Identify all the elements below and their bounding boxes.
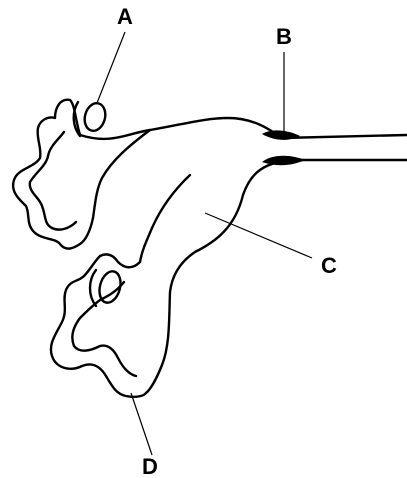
label-a: A bbox=[117, 4, 133, 29]
lower-oval-rim bbox=[90, 270, 96, 306]
upper-funnel-inner bbox=[30, 132, 76, 230]
upper-funnel-ruffle bbox=[13, 100, 93, 249]
band-b-lower bbox=[262, 156, 305, 165]
upper-oval bbox=[82, 101, 109, 133]
inner-wall-outline bbox=[140, 175, 190, 262]
lower-funnel-inner bbox=[72, 282, 136, 376]
upper-bulb-inner bbox=[93, 130, 150, 218]
leader-a bbox=[97, 32, 125, 103]
label-d: D bbox=[142, 454, 158, 478]
label-c: C bbox=[321, 253, 337, 278]
upper-tube-outline bbox=[80, 118, 407, 139]
label-b: B bbox=[276, 24, 292, 49]
lower-tube-outline bbox=[146, 160, 407, 393]
leader-d bbox=[131, 393, 152, 455]
